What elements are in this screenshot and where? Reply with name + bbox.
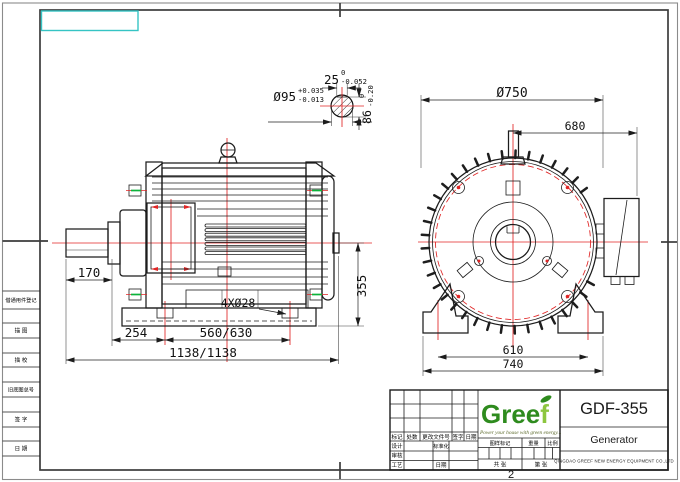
margin-table: 借通用件登记 描 图 描 校 旧底图总号 签 字 日 期: [2, 290, 40, 457]
motor-body: [121, 142, 340, 327]
dim-key-width-tol-up: 0: [341, 68, 345, 77]
dim-key-width: 25: [324, 72, 339, 87]
dim-shaft-dia-tol-low: -0.013: [298, 95, 324, 104]
dim-shaft-length: 170: [78, 265, 101, 280]
tb-label-total-sheets: 共 张: [494, 461, 507, 469]
front-view-dimensions: Ø750 680 610 740: [420, 86, 638, 376]
tb-label-sign: 签字: [452, 433, 464, 441]
margin-label-tracing: 描 图: [15, 327, 28, 335]
mounting-base: [121, 307, 317, 327]
margin-label-trace-check: 描 校: [15, 356, 28, 364]
front-foot-right: [557, 282, 604, 334]
margin-label-old-drawing-no: 旧底图总号: [8, 386, 34, 394]
tb-label-weight: 重量: [528, 439, 538, 447]
generator-front-view: Ø750 680 610 740: [418, 86, 648, 376]
margin-label-borrowed-parts: 借通用件登记: [5, 296, 36, 304]
dim-flat-height-tol-up: 0: [357, 94, 366, 98]
terminal-box: [595, 197, 640, 285]
company-name: QINGDAO GREEF NEW ENERGY EQUIPMENT CO.,L…: [554, 459, 674, 464]
dim-foot-span: 560/630: [200, 325, 253, 340]
dim-flat-height-tol-low: -0.20: [366, 85, 375, 107]
title-block: 标记 处数 更改文件号 签字 日期 设计 标准化 审核 工艺 日期 Greef …: [389, 389, 674, 471]
inner-border: [39, 9, 669, 471]
logo-tagline: Power your house with green energy...: [479, 430, 561, 436]
sheet-number: 2: [508, 469, 514, 481]
logo-text-f: f: [540, 399, 549, 429]
tb-label-sheet-no: 第 张: [535, 461, 548, 469]
model-number: GDF-355: [580, 400, 648, 418]
dim-key-width-tol-low: -0.052: [341, 77, 367, 86]
margin-label-date: 日 期: [15, 446, 28, 453]
dim-box-offset: 680: [565, 119, 586, 133]
frame-zone-box: [40, 10, 139, 32]
greef-logo: Greef Power your house with green energy…: [479, 395, 561, 436]
dim-foot-offset: 254: [125, 325, 148, 340]
tb-label-process: 工艺: [391, 462, 403, 469]
dim-shaft-dia-tol-up: +0.035: [298, 86, 324, 95]
tb-label-qty: 处数: [406, 433, 418, 441]
logo-text-main: Gree: [481, 399, 540, 429]
tb-label-drawing-mark: 图样标记: [490, 439, 511, 447]
dim-total-length: 1138/1138: [169, 345, 237, 360]
tb-label-change-doc: 更改文件号: [422, 433, 450, 441]
tb-label-date2: 日期: [435, 462, 447, 469]
dim-shaft-dia: Ø95: [273, 89, 296, 104]
generator-side-view: 170 254 560/630 1138/1138 4XØ28 355: [52, 138, 372, 364]
side-view-dimensions: 170 254 560/630 1138/1138 4XØ28 355: [65, 242, 369, 364]
shaft-section-detail: 25 0 -0.052 Ø95 +0.035 -0.013 86 0 -0.20: [268, 68, 375, 130]
grease-fitting: [217, 266, 232, 277]
dim-center-height: 355: [354, 275, 369, 298]
dim-flat-height: 86: [360, 110, 374, 124]
tb-label-date: 日期: [465, 434, 477, 441]
dim-outer-dia: Ø750: [496, 86, 527, 101]
product-name: Generator: [590, 434, 638, 446]
logo-leaf-icon: [540, 395, 552, 403]
vent-bars: [204, 223, 307, 256]
face-circle: [472, 201, 554, 283]
svg-text:Greef: Greef: [481, 399, 549, 429]
tb-label-mark: 标记: [391, 433, 403, 441]
dim-foot-hole-span: 610: [503, 343, 524, 357]
tb-label-standardization: 标准化: [433, 442, 449, 450]
bolt-marks: [126, 184, 328, 301]
keyway-notch: [506, 226, 520, 234]
front-foot-left: [422, 282, 469, 334]
tb-label-design: 设计: [391, 442, 403, 450]
tb-label-check: 审核: [391, 452, 403, 460]
dim-base-width: 740: [503, 357, 524, 371]
body-circle: [428, 157, 598, 327]
tb-label-scale: 比例: [547, 439, 557, 447]
dim-foot-holes: 4XØ28: [221, 296, 256, 310]
shaft-circle: [494, 223, 532, 261]
margin-label-signature: 签 字: [15, 416, 28, 424]
